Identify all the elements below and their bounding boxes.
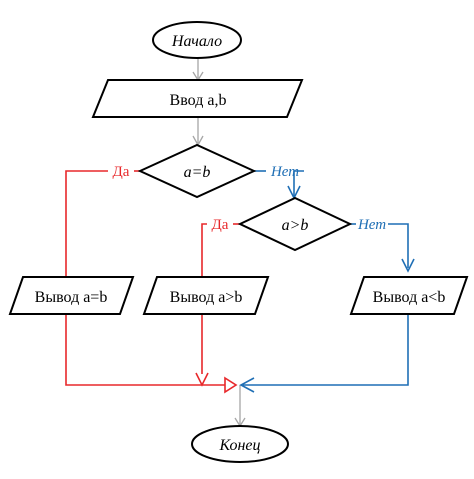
yes1-label: Да (113, 164, 130, 180)
out-lt-label: Вывод a<b (373, 289, 446, 306)
input-label: Ввод a,b (170, 92, 227, 109)
yes2-merge-arrow (195, 372, 209, 387)
out-lt-to-merge-line (243, 314, 409, 386)
cond2-diamond (237, 196, 353, 252)
yes1-merge-arrow (224, 376, 238, 394)
no1-path-line (293, 170, 304, 196)
out-eq-label: Вывод a=b (35, 289, 108, 306)
no2-path-line (388, 223, 409, 268)
node-labels: Начало Ввод a,b a=b a>b Вывод a=b Вывод … (35, 33, 446, 454)
end-terminal (191, 425, 289, 463)
input-parallelogram (91, 79, 304, 118)
out-lt-parallelogram (349, 276, 469, 315)
cond1-diamond (137, 143, 257, 199)
no2-merge-arrow (239, 377, 255, 393)
yes2-path-line (201, 223, 207, 374)
start-terminal (152, 21, 242, 59)
out-eq-parallelogram (8, 276, 135, 315)
out-gt-parallelogram (142, 276, 270, 315)
no2-label: Нет (357, 217, 386, 233)
cond2-label: a>b (282, 217, 309, 234)
no1-label: Нет (270, 164, 299, 180)
no2-arrow (401, 258, 415, 273)
yes2-label: Да (212, 217, 229, 233)
end-label: Конец (218, 437, 260, 454)
cond1-label: a=b (184, 164, 211, 181)
out-gt-label: Вывод a>b (170, 289, 243, 306)
flow-shapes (8, 21, 469, 463)
start-label: Начало (171, 33, 222, 50)
branch-labels: Да Нет Да Нет (113, 164, 387, 233)
no-branch-connectors (239, 170, 415, 393)
